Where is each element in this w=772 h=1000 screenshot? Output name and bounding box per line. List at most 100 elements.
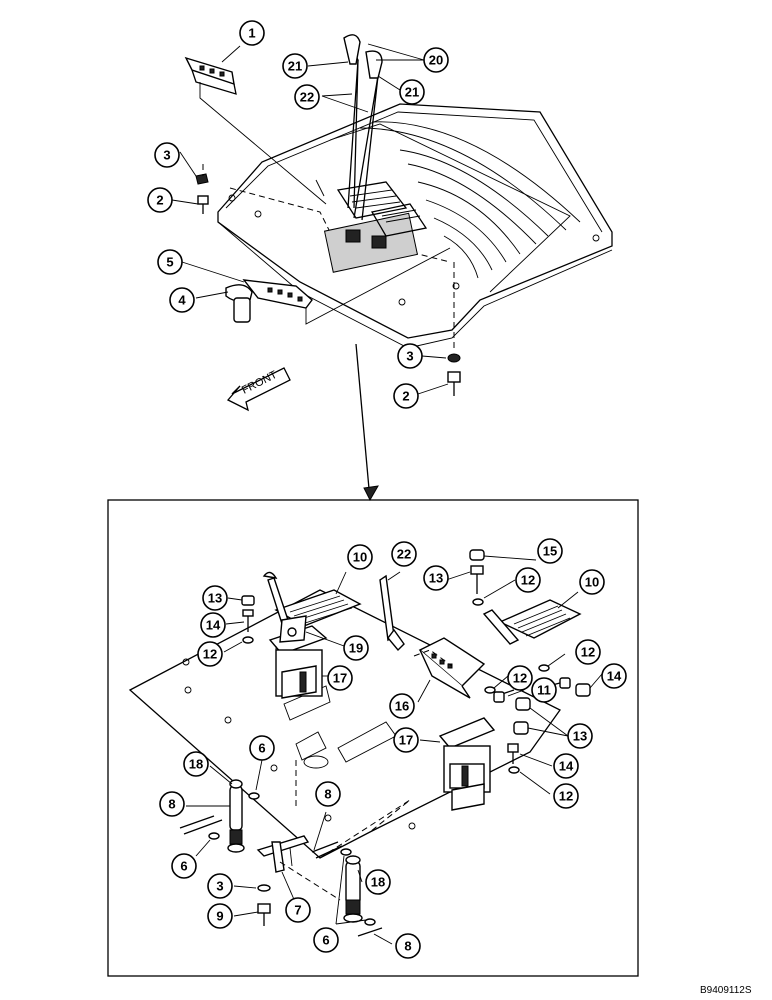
callout-circle: [282, 53, 308, 79]
callout-c15: 15: [537, 538, 563, 564]
callout-circle: [393, 383, 419, 409]
callout-circle: [147, 187, 173, 213]
callout-c6b: 6: [171, 853, 197, 879]
callout-circle: [343, 635, 369, 661]
callout-number: 22: [397, 547, 411, 562]
figure-code: B9409112S: [700, 985, 752, 996]
callout-c5: 5: [157, 249, 183, 275]
callout-c18b: 18: [365, 869, 391, 895]
callout-number: 2: [156, 193, 163, 208]
callout-circle: [507, 665, 533, 691]
callout-circle: [169, 287, 195, 313]
callout-number: 12: [521, 573, 535, 588]
callout-c20: 20: [423, 47, 449, 73]
callout-circle: [157, 249, 183, 275]
callout-number: 1: [248, 26, 255, 41]
callout-c11: 11: [531, 677, 557, 703]
callout-c17a: 17: [327, 665, 353, 691]
callout-number: 21: [288, 59, 302, 74]
callout-number: 21: [405, 85, 419, 100]
callout-c2b: 2: [393, 383, 419, 409]
callout-circle: [397, 343, 423, 369]
callout-c4: 4: [169, 287, 195, 313]
callout-c14a: 14: [200, 612, 226, 638]
callout-circle: [579, 569, 605, 595]
callout-number: 20: [429, 53, 443, 68]
callout-number: 10: [353, 550, 367, 565]
callout-circle: [395, 933, 421, 959]
detail-frame: [107, 499, 639, 977]
callout-c8b: 8: [315, 781, 341, 807]
callout-c18a: 18: [183, 751, 209, 777]
callout-number: 3: [163, 148, 170, 163]
callout-number: 14: [607, 669, 622, 684]
callout-number: 13: [208, 591, 222, 606]
callout-circle: [393, 727, 419, 753]
callout-c13c: 13: [567, 723, 593, 749]
callout-c12e: 12: [553, 783, 579, 809]
callout-circle: [294, 84, 320, 110]
callout-c3c: 3: [207, 873, 233, 899]
callout-number: 17: [333, 671, 347, 686]
callout-circle: [171, 853, 197, 879]
callout-c3a: 3: [154, 142, 180, 168]
callout-c13a: 13: [423, 565, 449, 591]
callout-circle: [389, 693, 415, 719]
callout-circle: [197, 641, 223, 667]
callout-circle: [575, 639, 601, 665]
callout-circle: [200, 612, 226, 638]
front-label: FRONT: [240, 369, 279, 397]
floor-plate-assembly: FRONT: [184, 34, 613, 502]
callout-number: 19: [349, 641, 363, 656]
callout-number: 6: [322, 933, 329, 948]
callout-circle: [159, 791, 185, 817]
callout-number: 3: [216, 879, 223, 894]
callout-circle: [327, 665, 353, 691]
callout-circle: [202, 585, 228, 611]
callout-number: 5: [166, 255, 173, 270]
callout-number: 12: [203, 647, 217, 662]
callout-number: 14: [559, 759, 574, 774]
callout-c14b: 14: [601, 663, 627, 689]
detail-assembly: [128, 549, 591, 937]
callout-c3b: 3: [397, 343, 423, 369]
callout-c14c: 14: [553, 753, 579, 779]
callout-circle: [601, 663, 627, 689]
callout-number: 2: [402, 389, 409, 404]
callout-number: 3: [406, 349, 413, 364]
callout-c10a: 10: [347, 544, 373, 570]
callout-number: 15: [543, 544, 557, 559]
callout-circle: [207, 903, 233, 929]
callout-c21a: 21: [282, 53, 308, 79]
callout-c8a: 8: [159, 791, 185, 817]
callout-circle: [391, 541, 417, 567]
callout-c16: 16: [389, 693, 415, 719]
callout-circle: [423, 565, 449, 591]
front-direction-arrow: FRONT: [226, 367, 291, 412]
callout-c13b: 13: [202, 585, 228, 611]
callout-circle: [553, 753, 579, 779]
callout-circle: [347, 544, 373, 570]
callout-number: 6: [258, 741, 265, 756]
callout-number: 8: [404, 939, 411, 954]
callout-c7: 7: [285, 897, 311, 923]
callout-c6c: 6: [313, 927, 339, 953]
callout-c17b: 17: [393, 727, 419, 753]
callout-c2a: 2: [147, 187, 173, 213]
callout-circle: [365, 869, 391, 895]
callout-number: 14: [206, 618, 221, 633]
callout-number: 7: [294, 903, 301, 918]
callout-circle: [515, 567, 541, 593]
callout-c6a: 6: [249, 735, 275, 761]
callout-c9: 9: [207, 903, 233, 929]
callout-number: 12: [581, 645, 595, 660]
callout-number: 8: [168, 797, 175, 812]
callout-number: 12: [513, 671, 527, 686]
callout-number: 11: [537, 683, 551, 698]
callout-circle: [399, 79, 425, 105]
callout-circle: [207, 873, 233, 899]
callout-c10b: 10: [579, 569, 605, 595]
callout-circle: [567, 723, 593, 749]
